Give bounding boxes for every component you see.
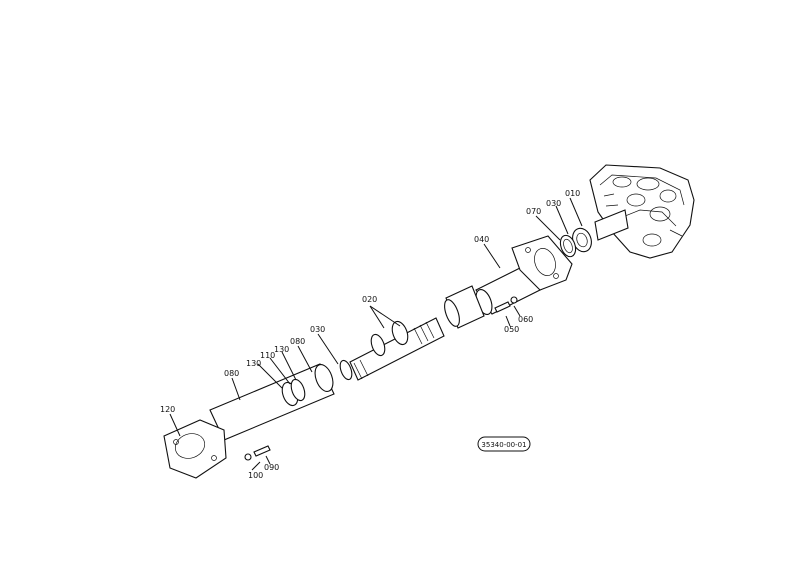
label-080-lower: 080: [224, 369, 239, 378]
label-100: 100: [248, 471, 263, 480]
label-120: 120: [160, 405, 175, 414]
label-090: 090: [264, 463, 279, 472]
label-070: 070: [526, 207, 541, 216]
upper-tube-040: [475, 235, 573, 315]
gear-housing: [589, 164, 695, 259]
label-010: 010: [565, 189, 580, 198]
reference-code-badge: 35340-00-01: [477, 436, 531, 452]
rings-110-130: [281, 378, 306, 407]
bearing-010: [572, 209, 629, 253]
label-050: 050: [504, 325, 519, 334]
lower-tube-080: [163, 363, 335, 479]
label-060-upper: 060: [518, 315, 533, 324]
label-080-upper: 080: [290, 337, 305, 346]
label-030-lower: 030: [310, 325, 325, 334]
label-130-upper: 130: [274, 345, 289, 354]
label-020: 020: [362, 295, 377, 304]
bolt-050: [494, 296, 518, 313]
coupling-sleeve: [444, 285, 485, 329]
leader-lines: [169, 197, 583, 471]
label-110: 110: [260, 351, 275, 360]
reference-code: 35340-00-01: [481, 441, 526, 449]
part-labels: 010 030 070 040 020 060 050 030 080 130 …: [160, 189, 580, 480]
label-130-lower: 130: [246, 359, 261, 368]
bolt-090: [244, 445, 271, 461]
ring-030-070: [559, 234, 577, 258]
label-040: 040: [474, 235, 489, 244]
label-030-upper: 030: [546, 199, 561, 208]
splined-shaft-020: [339, 317, 445, 381]
